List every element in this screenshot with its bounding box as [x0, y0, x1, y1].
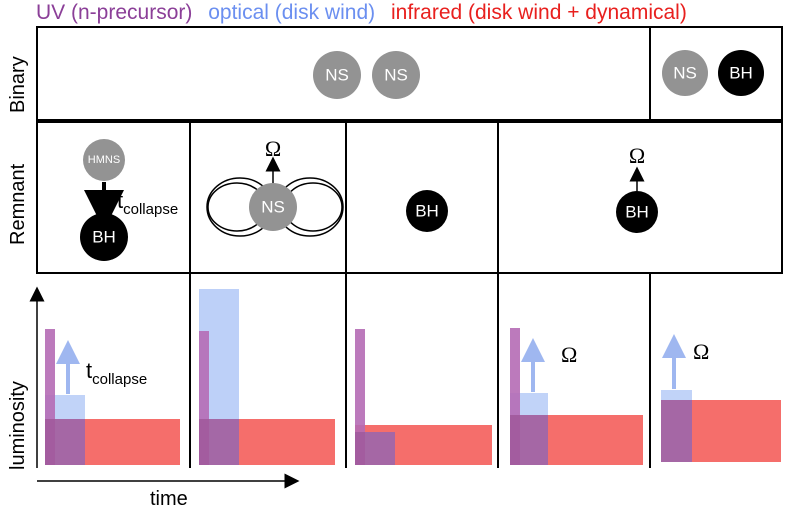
- lc1-uv-bar: [45, 329, 55, 465]
- remnant-hmns: HMNS: [83, 139, 125, 181]
- binary-ns2-label: NS: [384, 66, 408, 85]
- remnant-ns-label: NS: [261, 198, 285, 217]
- lc-panel-1: tcollapse: [45, 329, 180, 465]
- binary-bh: BH: [718, 50, 764, 96]
- legend-infrared: infrared (disk wind + dynamical): [390, 1, 687, 24]
- binary-ns1-label: NS: [325, 66, 349, 85]
- lc-panel-5: Ω: [661, 334, 781, 462]
- lc5-overlap: [661, 400, 692, 462]
- legend: UV (n-precursor) optical (disk wind) inf…: [36, 0, 697, 26]
- lc4-omega: Ω: [561, 342, 577, 367]
- row-label-luminosity: luminosity: [7, 381, 29, 470]
- binary-ns1: NS: [313, 51, 361, 99]
- lc2-uv-bar: [199, 331, 209, 465]
- remnant-bh3-label: BH: [625, 203, 649, 222]
- legend-optical: optical (disk wind): [208, 1, 376, 24]
- time-label: time: [150, 488, 188, 510]
- lc1-tcollapse: tcollapse: [86, 358, 147, 388]
- binary-box: [36, 26, 783, 121]
- remnant-bh3: BH: [616, 191, 658, 233]
- lc-panel-4: Ω: [510, 328, 643, 465]
- lc3-uv-bar: [355, 329, 365, 465]
- remnant-box: [36, 121, 783, 274]
- remnant-bh1-label: BH: [92, 228, 116, 247]
- remnant-omega1: Ω: [265, 136, 281, 161]
- lc5-omega: Ω: [693, 339, 709, 364]
- binary-ns3: NS: [662, 50, 708, 96]
- remnant-bh1: BH: [80, 213, 128, 261]
- lc3-overlap: [355, 432, 395, 465]
- binary-ns2: NS: [372, 51, 420, 99]
- remnant-bh2-label: BH: [415, 202, 439, 221]
- remnant-hmns-label: HMNS: [88, 154, 120, 166]
- lc2-overlap: [199, 419, 239, 465]
- lc4-overlap: [510, 415, 548, 465]
- binary-bh-label: BH: [729, 64, 753, 83]
- remnant-omega2: Ω: [629, 143, 645, 168]
- remnant-bh2: BH: [406, 190, 448, 232]
- binary-ns3-label: NS: [673, 64, 697, 83]
- lc-panel-2: [199, 289, 335, 465]
- remnant-tcollapse: tcollapse: [117, 188, 178, 218]
- remnant-ns: NS: [249, 183, 297, 231]
- lc4-uv-bar: [510, 328, 520, 465]
- legend-uv: UV (n-precursor): [36, 1, 193, 24]
- row-label-remnant: Remnant: [7, 163, 29, 245]
- lc-panel-3: [355, 329, 492, 465]
- row-label-binary: Binary: [7, 56, 29, 113]
- lc1-overlap: [45, 419, 85, 465]
